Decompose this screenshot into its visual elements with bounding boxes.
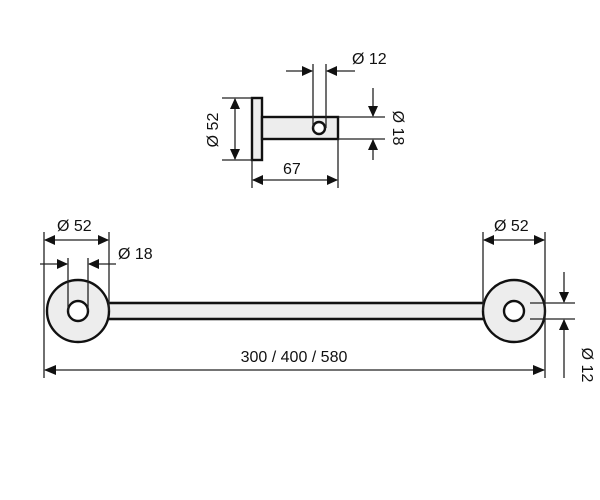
left-rosette-center xyxy=(66,299,90,323)
label-top-diameter-18: Ø 18 xyxy=(389,111,406,146)
dim-right-diameter-52: Ø 52 xyxy=(482,218,546,311)
dim-left-diameter-18: Ø 18 xyxy=(40,246,153,311)
label-left-diameter-52: Ø 52 xyxy=(57,218,92,235)
bar-hole xyxy=(311,120,327,136)
label-top-length-67: 67 xyxy=(283,161,301,178)
dim-top-length-67: 67 xyxy=(251,139,339,188)
dim-overall-length: 300 / 400 / 580 xyxy=(44,311,546,378)
label-right-diameter-12: Ø 12 xyxy=(578,348,595,383)
dim-left-diameter-52: Ø 52 xyxy=(43,218,110,378)
dim-top-diameter-12: Ø 12 xyxy=(286,51,387,128)
label-top-diameter-12: Ø 12 xyxy=(352,51,387,68)
right-rosette-center xyxy=(502,299,526,323)
rosette-side xyxy=(250,96,264,162)
bracket-side-view xyxy=(250,96,340,162)
label-right-diameter-52: Ø 52 xyxy=(494,218,529,235)
label-overall-length: 300 / 400 / 580 xyxy=(241,349,348,366)
dim-top-diameter-18: Ø 18 xyxy=(338,88,406,160)
label-left-diameter-18: Ø 18 xyxy=(118,246,153,263)
dim-top-diameter-52: Ø 52 xyxy=(205,97,252,161)
towel-bar-front-view xyxy=(45,278,547,344)
label-top-diameter-52: Ø 52 xyxy=(205,113,222,148)
bar xyxy=(76,301,516,321)
dim-right-diameter-12: Ø 12 xyxy=(530,272,595,382)
